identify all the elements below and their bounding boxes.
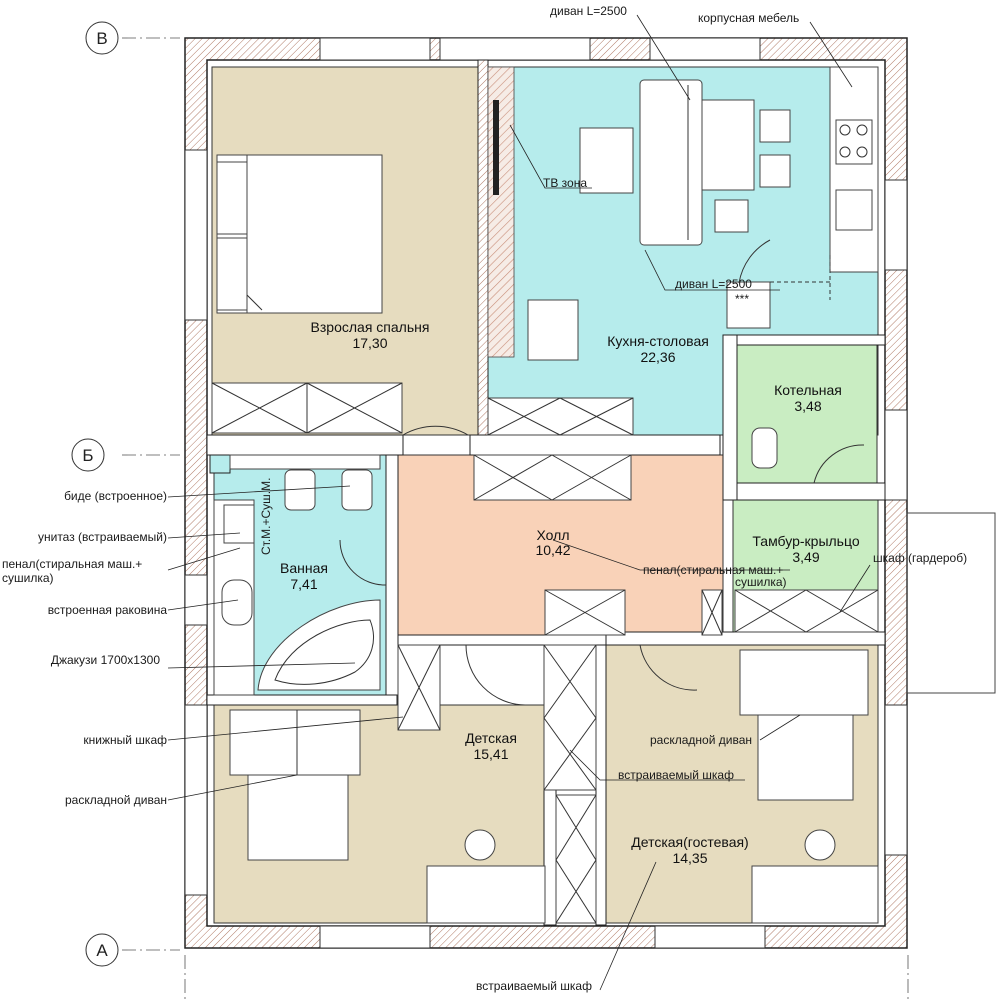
axis-label-top: В: [96, 29, 107, 48]
note-bath-vertical: Ст.М.+Суш.М.: [259, 478, 273, 555]
room-name-bath: Ванная: [280, 560, 328, 576]
note-pencil-right-1: пенал(стиральная маш.+: [643, 563, 783, 577]
leader-lines: [167, 14, 871, 991]
note-bookcase: книжный шкаф: [83, 733, 167, 747]
room-area-guest: 14,35: [672, 850, 707, 866]
boiler-toilet: [751, 427, 778, 469]
axis-marker-v: [85, 21, 119, 55]
note-pencil-left-1: пенал(стиральная маш.+: [2, 557, 142, 571]
note-wardrobe: шкаф (гардероб): [873, 551, 967, 565]
axis-label-middle: Б: [82, 446, 93, 465]
room-area-vestibule: 3,49: [792, 549, 819, 565]
note-sink: встроенная раковина: [48, 603, 168, 617]
bathroom-fixtures: [213, 454, 381, 696]
kitchen-furniture: [487, 66, 879, 436]
room-labels: Взрослая спальня 17,30 Кухня-столовая 22…: [280, 319, 860, 866]
note-cabinet: корпусная мебель: [698, 11, 799, 25]
interior-walls: [206, 59, 886, 926]
note-tv-zone: ТВ зона: [543, 176, 587, 190]
room-area-kitchen: 22,36: [640, 349, 675, 365]
guest-furniture: [739, 649, 879, 924]
room-area-bedroom: 17,30: [352, 335, 387, 351]
doors: [339, 239, 865, 706]
room-area-boiler: 3,48: [794, 398, 821, 414]
room-area-hall: 10,42: [535, 542, 570, 558]
room-name-guest: Детская(гостевая): [631, 834, 748, 850]
bed: [216, 154, 383, 314]
room-name-boiler: Котельная: [774, 382, 842, 398]
note-pencil-left-2: сушилка): [2, 571, 54, 585]
note-stars: ***: [735, 292, 749, 306]
note-jacuzzi: Джакузи 1700х1300: [51, 653, 160, 667]
note-closet-mid: встраиваемый шкаф: [618, 768, 734, 782]
room-name-hall: Холл: [537, 527, 570, 543]
room-area-bath: 7,41: [290, 576, 317, 592]
annotations: диван L=2500 корпусная мебель ТВ зона ди…: [2, 4, 967, 993]
room-name-vestibule: Тамбур-крыльцо: [752, 533, 859, 549]
vestibule-wardrobe: [734, 589, 879, 633]
room-area-kids: 15,41: [473, 746, 508, 762]
axis-marker-a: [85, 933, 119, 967]
hall-closets: [473, 454, 723, 636]
note-sofa-bed-left: раскладной диван: [65, 793, 167, 807]
room-name-kids: Детская: [465, 730, 517, 746]
room-name-kitchen: Кухня-столовая: [607, 333, 709, 349]
bedroom-wardrobe: [211, 382, 403, 434]
tv-zone-partition: [487, 66, 515, 358]
note-sofa-top: диван L=2500: [550, 4, 627, 18]
axis-label-bottom: А: [96, 941, 108, 960]
note-bidet: биде (встроенное): [64, 489, 167, 503]
axis-lines: В Б А: [71, 21, 909, 1000]
room-name-bedroom: Взрослая спальня: [311, 319, 430, 335]
note-sofa-mid: диван L=2500: [675, 277, 752, 291]
note-toilet: унитаз (встраиваемый): [38, 530, 167, 544]
note-sofa-bed-right: раскладной диван: [650, 733, 752, 747]
axis-marker-b: [71, 438, 105, 472]
note-pencil-right-2: сушилка): [735, 575, 787, 589]
tv-panel: [493, 100, 499, 195]
note-closet-bottom: встраиваемый шкаф: [476, 979, 592, 993]
kids-furniture: [229, 644, 597, 924]
